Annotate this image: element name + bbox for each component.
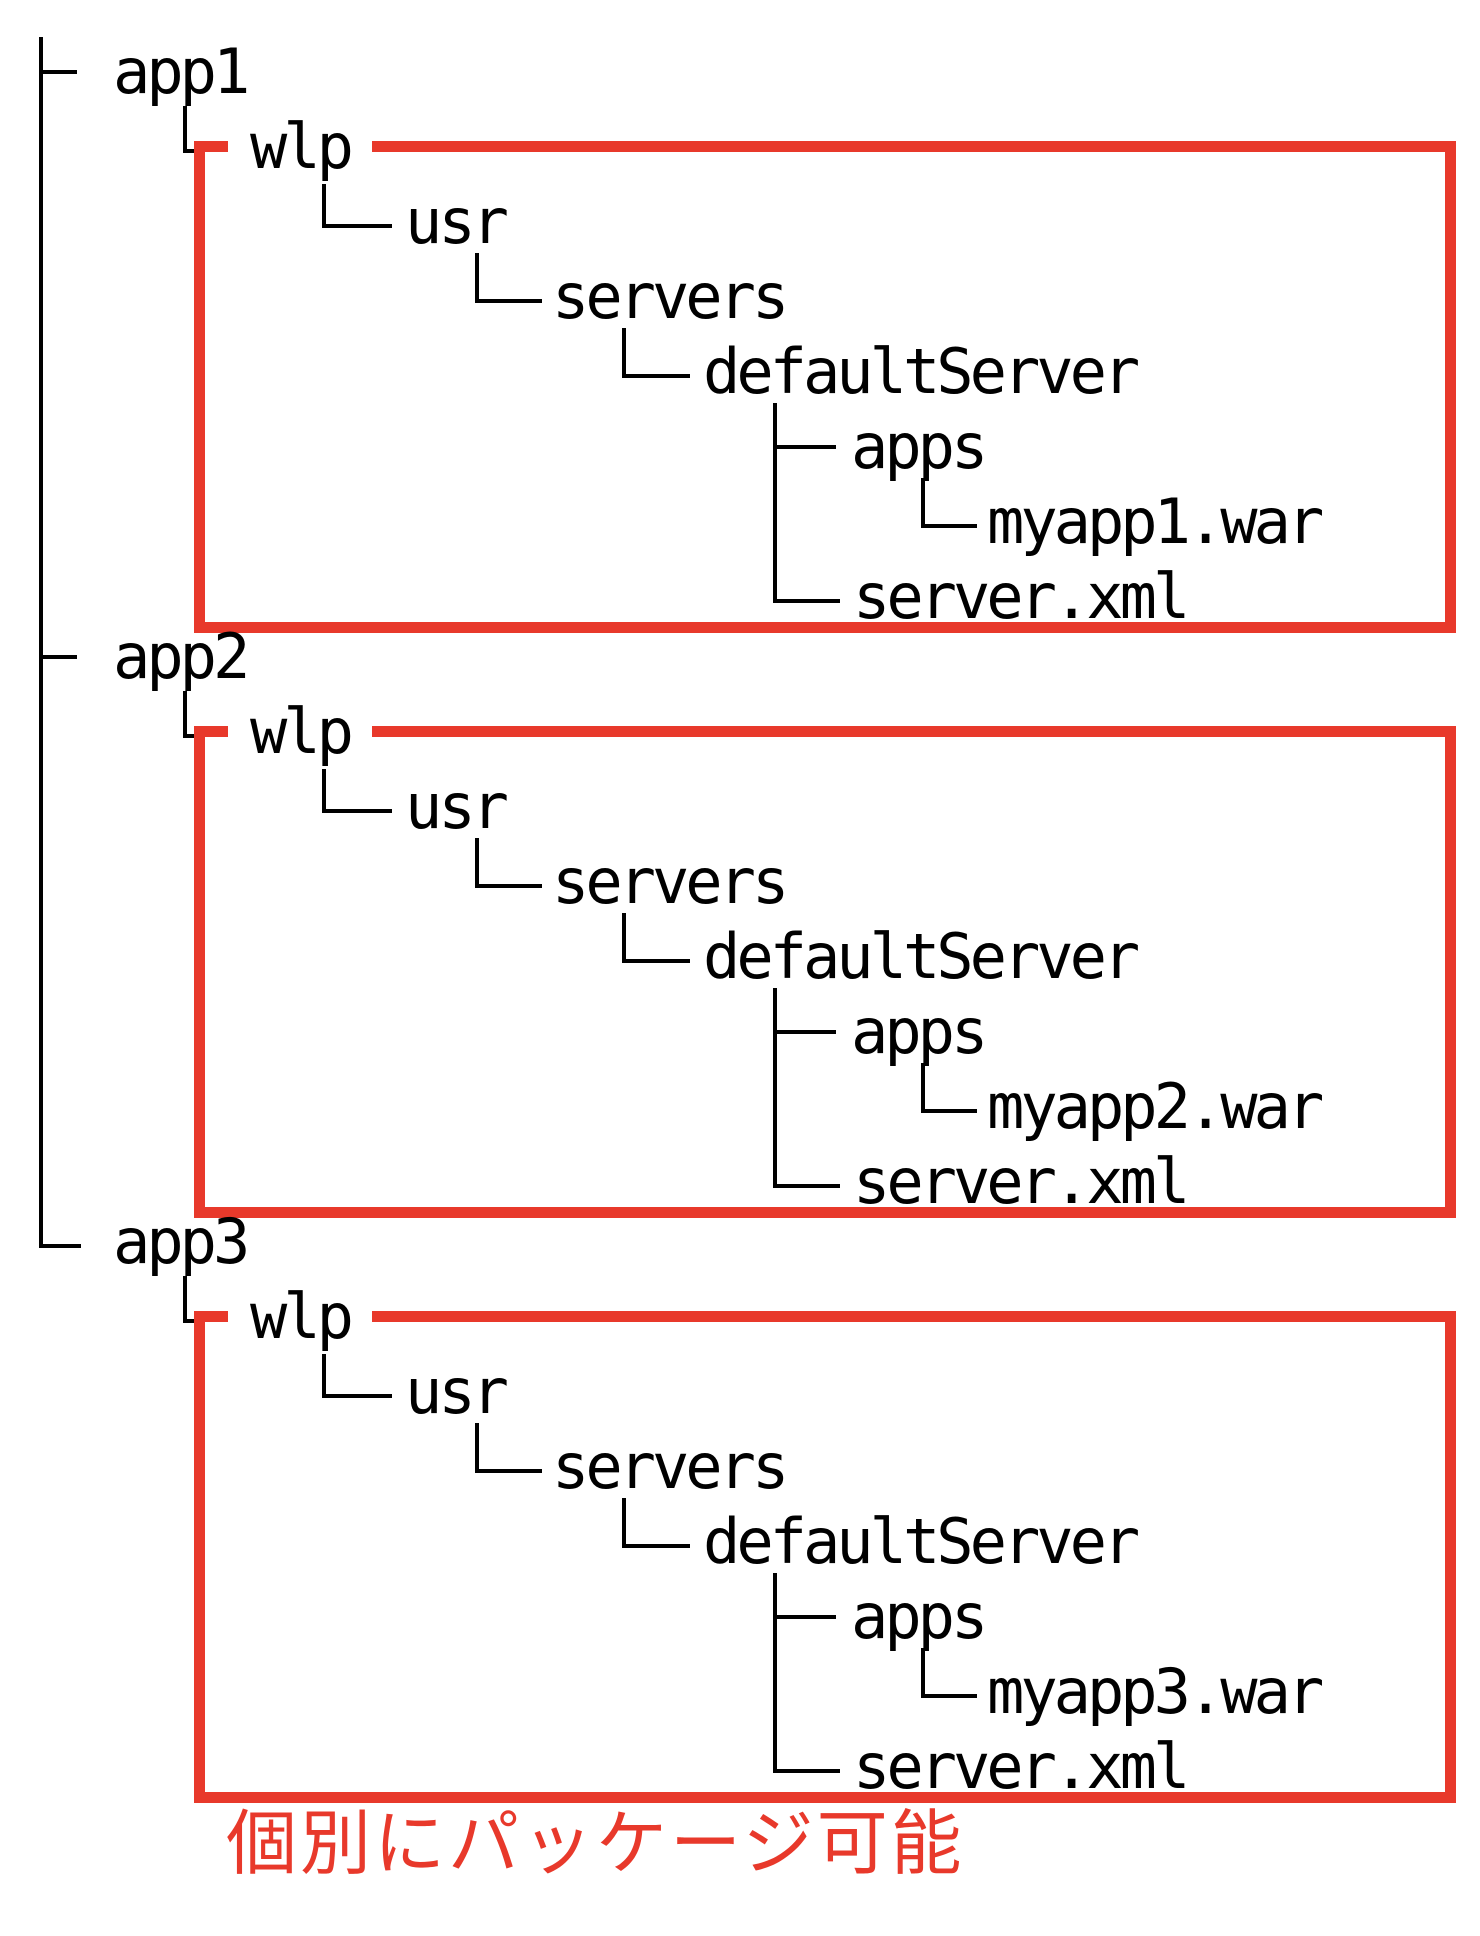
connector-wlp-usr <box>322 178 392 228</box>
subtree-app2: app2 wlp usr servers defaultServer apps … <box>0 585 1480 1218</box>
node-war-file: myapp3.war <box>987 1655 1324 1728</box>
node-app-dir: app3 <box>113 1205 250 1278</box>
node-war-file: myapp2.war <box>987 1070 1324 1143</box>
node-defaultserver-dir: defaultServer <box>703 335 1140 408</box>
node-usr-dir: usr <box>405 185 509 258</box>
highlight-box-app2 <box>194 726 1456 1218</box>
connector-servers-default <box>622 1498 690 1548</box>
connector-wlp-usr <box>322 763 392 813</box>
node-apps-dir: apps <box>851 410 988 483</box>
node-usr-dir: usr <box>405 770 509 843</box>
connector-default-serverxml <box>773 1573 840 1773</box>
connector-default-serverxml <box>773 988 840 1188</box>
node-defaultserver-dir: defaultServer <box>703 1505 1140 1578</box>
tree-trunk-line <box>39 37 81 1248</box>
node-wlp-dir: wlp <box>228 1280 372 1354</box>
node-apps-dir: apps <box>851 1580 988 1653</box>
subtree-app3: app3 wlp usr servers defaultServer apps … <box>0 1170 1480 1803</box>
connector-app-wlp <box>183 691 199 738</box>
branch-tick-app2 <box>39 655 77 659</box>
node-defaultserver-dir: defaultServer <box>703 920 1140 993</box>
annotation-packaging-note: 個別にパッケージ可能 <box>226 1805 965 1884</box>
node-serverxml-file: server.xml <box>853 1145 1190 1218</box>
connector-wlp-usr <box>322 1348 392 1398</box>
connector-usr-servers <box>475 1423 542 1473</box>
node-app-dir: app2 <box>113 620 250 693</box>
connector-apps-war <box>921 1063 977 1113</box>
connector-usr-servers <box>475 838 542 888</box>
node-serverxml-file: server.xml <box>853 1730 1190 1803</box>
connector-app-wlp <box>183 106 199 153</box>
node-war-file: myapp1.war <box>987 485 1324 558</box>
connector-servers-default <box>622 328 690 378</box>
connector-default-apps-tick <box>773 445 836 449</box>
connector-usr-servers <box>475 253 542 303</box>
node-apps-dir: apps <box>851 995 988 1068</box>
connector-apps-war <box>921 1648 977 1698</box>
connector-apps-war <box>921 478 977 528</box>
connector-servers-default <box>622 913 690 963</box>
node-servers-dir: servers <box>552 1430 789 1503</box>
node-app-dir: app1 <box>113 35 250 108</box>
connector-default-apps-tick <box>773 1030 836 1034</box>
highlight-box-app1 <box>194 141 1456 633</box>
subtree-app1: app1 wlp usr servers defaultServer apps … <box>0 0 1480 633</box>
node-wlp-dir: wlp <box>228 110 372 184</box>
connector-default-serverxml <box>773 403 840 603</box>
node-servers-dir: servers <box>552 845 789 918</box>
node-usr-dir: usr <box>405 1355 509 1428</box>
branch-tick-app1 <box>39 70 77 74</box>
connector-default-apps-tick <box>773 1615 836 1619</box>
highlight-box-app3 <box>194 1311 1456 1803</box>
connector-app-wlp <box>183 1276 199 1323</box>
node-servers-dir: servers <box>552 260 789 333</box>
node-wlp-dir: wlp <box>228 695 372 769</box>
node-serverxml-file: server.xml <box>853 560 1190 633</box>
